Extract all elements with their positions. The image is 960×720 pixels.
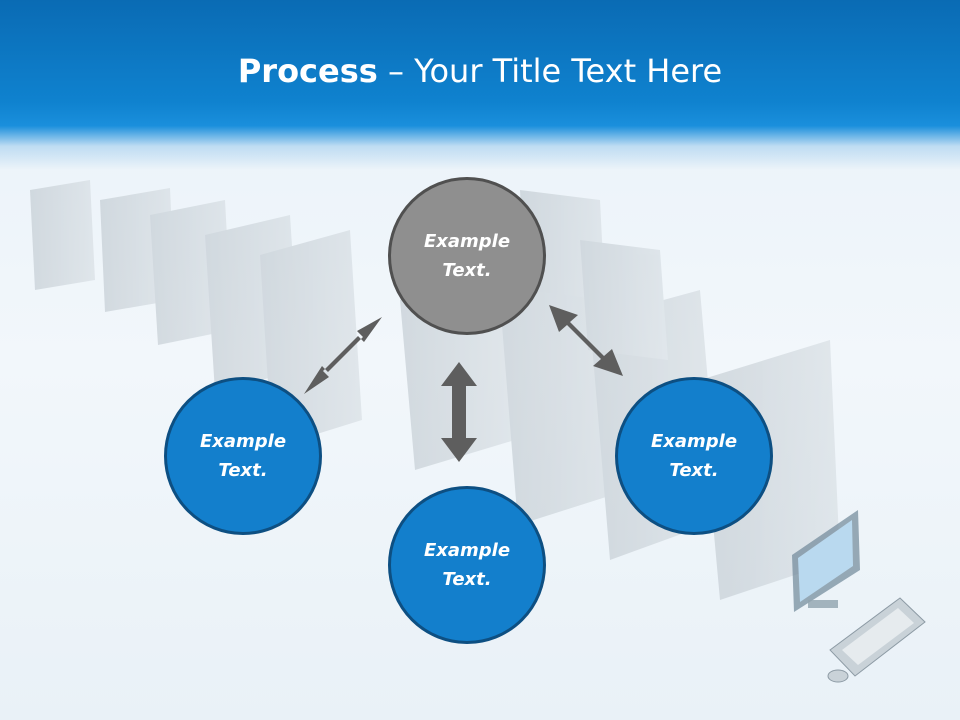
double-arrow-vertical xyxy=(441,362,477,462)
double-arrow-top-right xyxy=(549,305,623,376)
process-node-bottom-label: Example Text. xyxy=(423,540,511,590)
mouse-icon xyxy=(827,669,849,683)
process-node-top: Example Text. xyxy=(388,177,546,335)
process-node-top-label: Example Text. xyxy=(423,231,511,281)
title-bold: Process xyxy=(237,52,378,90)
process-node-left: Example Text. xyxy=(164,377,322,535)
title-regular: – Your Title Text Here xyxy=(377,52,723,90)
process-node-right: Example Text. xyxy=(615,377,773,535)
process-node-bottom: Example Text. xyxy=(388,486,546,644)
keyboard-icon xyxy=(829,597,926,677)
slide-title: Process – Your Title Text Here xyxy=(0,52,960,90)
process-node-left-label: Example Text. xyxy=(199,431,287,481)
monitor-icon xyxy=(792,510,860,612)
process-node-right-label: Example Text. xyxy=(650,431,738,481)
title-banner xyxy=(0,0,960,170)
double-arrow-top-left xyxy=(304,317,382,394)
